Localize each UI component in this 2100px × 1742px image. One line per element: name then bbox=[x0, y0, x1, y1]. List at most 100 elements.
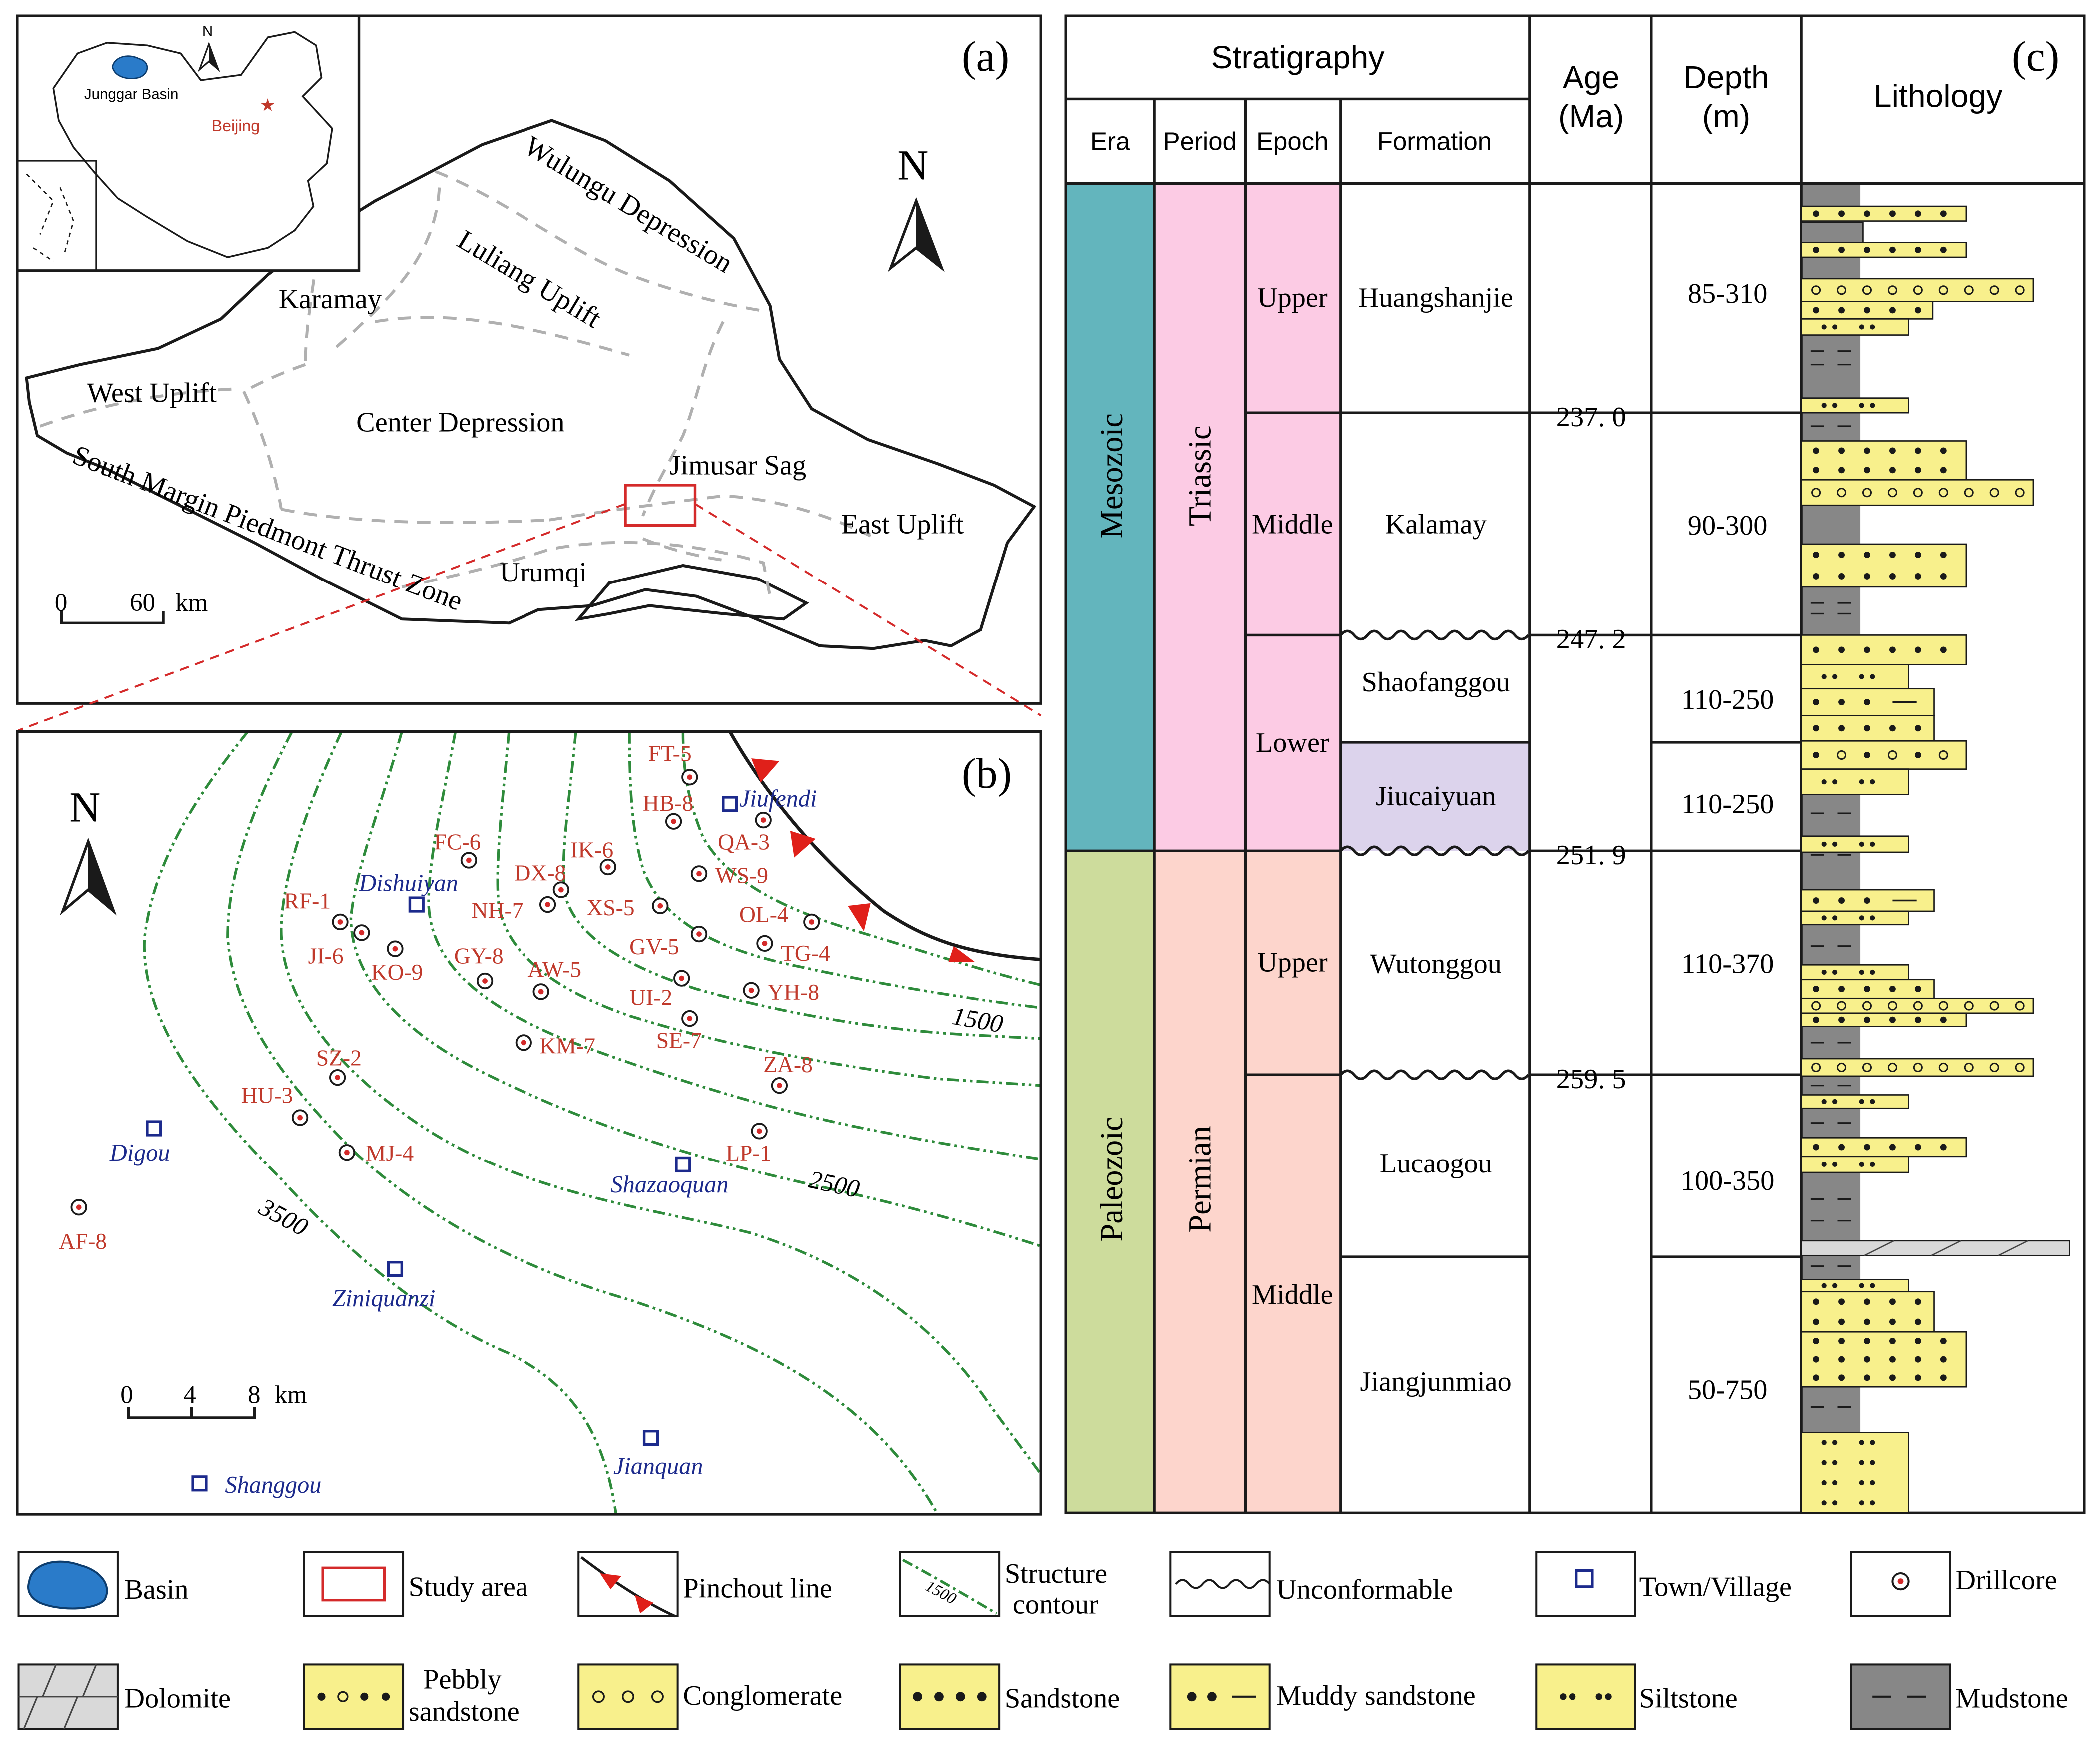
age-259: 259. 5 bbox=[1556, 1064, 1626, 1095]
drillcore-label: GV-5 bbox=[629, 934, 679, 959]
drillcore-marker: SE-7 bbox=[656, 1010, 702, 1053]
svg-text:sandstone: sandstone bbox=[409, 1696, 520, 1727]
legend-pebbly-sandstone: Pebbly sandstone bbox=[303, 1663, 520, 1730]
lithology-bar bbox=[1800, 1012, 1967, 1027]
lithology-bar bbox=[1800, 440, 1967, 481]
town-label: Jiufendi bbox=[739, 786, 817, 812]
legend-study-area: Study area bbox=[303, 1551, 528, 1617]
drillcore-label: WS-9 bbox=[715, 863, 768, 888]
legend-pinchout: Pinchout line bbox=[577, 1551, 832, 1618]
header-age: Age bbox=[1563, 59, 1619, 95]
drillcore-label: FC-6 bbox=[434, 829, 481, 855]
svg-text:0: 0 bbox=[55, 589, 67, 617]
svg-text:N: N bbox=[897, 141, 928, 189]
epoch-lower-triassic-cell bbox=[1245, 635, 1341, 851]
epoch-upper-permian-cell bbox=[1245, 851, 1341, 1075]
era-paleozoic-cell bbox=[1066, 851, 1155, 1513]
period-permian-cell bbox=[1154, 851, 1246, 1513]
lithology-bar bbox=[1800, 1156, 1909, 1173]
depth-kalamay: 90-300 bbox=[1688, 510, 1767, 541]
town-icon bbox=[387, 1261, 404, 1277]
epoch-upper-triassic-cell bbox=[1245, 183, 1341, 413]
drillcore-label: JI-6 bbox=[308, 943, 344, 969]
svg-text:km: km bbox=[275, 1381, 307, 1409]
lithology-bar bbox=[1800, 889, 1935, 912]
drillcore-marker: GY-8 bbox=[454, 943, 504, 990]
lithology-bar bbox=[1800, 1279, 1909, 1293]
drillcore-marker: FC-6 bbox=[434, 829, 481, 869]
lithology-bar bbox=[1800, 397, 1909, 414]
contour-swatch-icon bbox=[902, 1558, 998, 1615]
drillcore-marker: LP-1 bbox=[726, 1123, 771, 1165]
age-251: 251. 9 bbox=[1556, 840, 1626, 871]
lithology-bar bbox=[1800, 1094, 1909, 1109]
drillcore-marker: AF-8 bbox=[59, 1199, 107, 1254]
label-south-margin: South Margin Piedmont Thrust Zone bbox=[68, 440, 467, 617]
lithology-bar bbox=[1800, 1137, 1967, 1158]
study-area-box bbox=[624, 484, 697, 527]
legend-conglomerate: Conglomerate bbox=[577, 1663, 842, 1730]
drillcore-marker: DX-8 bbox=[515, 860, 570, 898]
header-lithology: Lithology bbox=[1874, 78, 2003, 114]
drillcore-label: DX-8 bbox=[515, 860, 566, 885]
svg-text:N: N bbox=[69, 783, 100, 831]
town-marker: Jiufendi bbox=[722, 786, 817, 812]
drillcore-label: AW-5 bbox=[527, 956, 581, 982]
header-age-unit: (Ma) bbox=[1558, 98, 1624, 134]
drillcore-label: HU-3 bbox=[241, 1083, 293, 1108]
label-wulungu-depression: Wulungu Depression bbox=[519, 130, 738, 279]
svg-text:8: 8 bbox=[248, 1381, 260, 1409]
town-label: Digou bbox=[109, 1140, 170, 1166]
scale-bar-b: 0 4 8 km bbox=[120, 1381, 307, 1419]
drillcore-label: IK-6 bbox=[570, 837, 613, 863]
town-icon bbox=[722, 796, 738, 812]
drillcore-marker: UI-2 bbox=[629, 970, 690, 1010]
town-swatch-icon bbox=[1575, 1569, 1594, 1588]
drillcore-label: ZA-8 bbox=[763, 1052, 813, 1077]
legend-town: Town/Village bbox=[1535, 1551, 1792, 1617]
svg-text:Conglomerate: Conglomerate bbox=[683, 1680, 842, 1711]
drillcore-marker: WS-9 bbox=[690, 863, 768, 888]
lithology-bar bbox=[1800, 242, 1967, 258]
drillcore-marker: NH-7 bbox=[472, 896, 556, 923]
lithology-bar bbox=[1800, 479, 2034, 506]
zoom-connector-lines bbox=[18, 503, 1042, 731]
header-era: Era bbox=[1090, 127, 1130, 155]
pinchout-swatch-icon bbox=[580, 1556, 676, 1618]
scale-bar-a: 0 60 km bbox=[55, 589, 208, 624]
formation-lucaogou: Lucaogou bbox=[1380, 1148, 1492, 1179]
legend-mudstone: Mudstone bbox=[1850, 1663, 2068, 1730]
drillcore-label: SZ-2 bbox=[316, 1045, 362, 1070]
svg-text:Study area: Study area bbox=[409, 1572, 528, 1603]
town-marker: Digou bbox=[109, 1120, 170, 1166]
muddy-sandstone-swatch-icon bbox=[1187, 1692, 1256, 1702]
drillcore-marker: JI-6 bbox=[308, 924, 370, 969]
town-marker: Dishuiyan bbox=[359, 870, 458, 913]
legend-siltstone: Siltstone bbox=[1535, 1663, 1738, 1730]
epoch-middle-triassic-cell bbox=[1245, 413, 1341, 635]
era-paleozoic: Paleozoic bbox=[1094, 1117, 1129, 1241]
legend-unconformable: Unconformable bbox=[1169, 1551, 1453, 1617]
lithology-bar bbox=[1800, 964, 1909, 981]
svg-text:Unconformable: Unconformable bbox=[1276, 1574, 1453, 1605]
drillcore-marker: KM-7 bbox=[515, 1033, 595, 1058]
depth-huangshanjie: 85-310 bbox=[1688, 278, 1767, 309]
header-depth-unit: (m) bbox=[1702, 98, 1750, 134]
towns-layer: JiufendiDishuiyanDigouShazaoquanZiniquan… bbox=[109, 786, 817, 1498]
contour-label-3500: 3500 bbox=[254, 1193, 312, 1242]
header-period: Period bbox=[1163, 127, 1237, 155]
svg-text:Mudstone: Mudstone bbox=[1955, 1683, 2068, 1714]
drillcore-label: HB-8 bbox=[643, 790, 693, 816]
svg-text:Basin: Basin bbox=[124, 1574, 188, 1605]
label-west-uplift: West Uplift bbox=[87, 378, 217, 409]
town-icon bbox=[191, 1475, 208, 1492]
drillcore-label: GY-8 bbox=[454, 943, 504, 969]
svg-text:Sandstone: Sandstone bbox=[1005, 1683, 1120, 1714]
drillcore-label: TG-4 bbox=[781, 940, 830, 966]
svg-text:Town/Village: Town/Village bbox=[1639, 1572, 1792, 1603]
lithology-bar bbox=[1800, 543, 1967, 588]
formation-jiangjunmiao: Jiangjunmiao bbox=[1360, 1366, 1512, 1397]
conglomerate-swatch-icon bbox=[592, 1690, 664, 1703]
svg-text:Siltstone: Siltstone bbox=[1639, 1683, 1738, 1714]
